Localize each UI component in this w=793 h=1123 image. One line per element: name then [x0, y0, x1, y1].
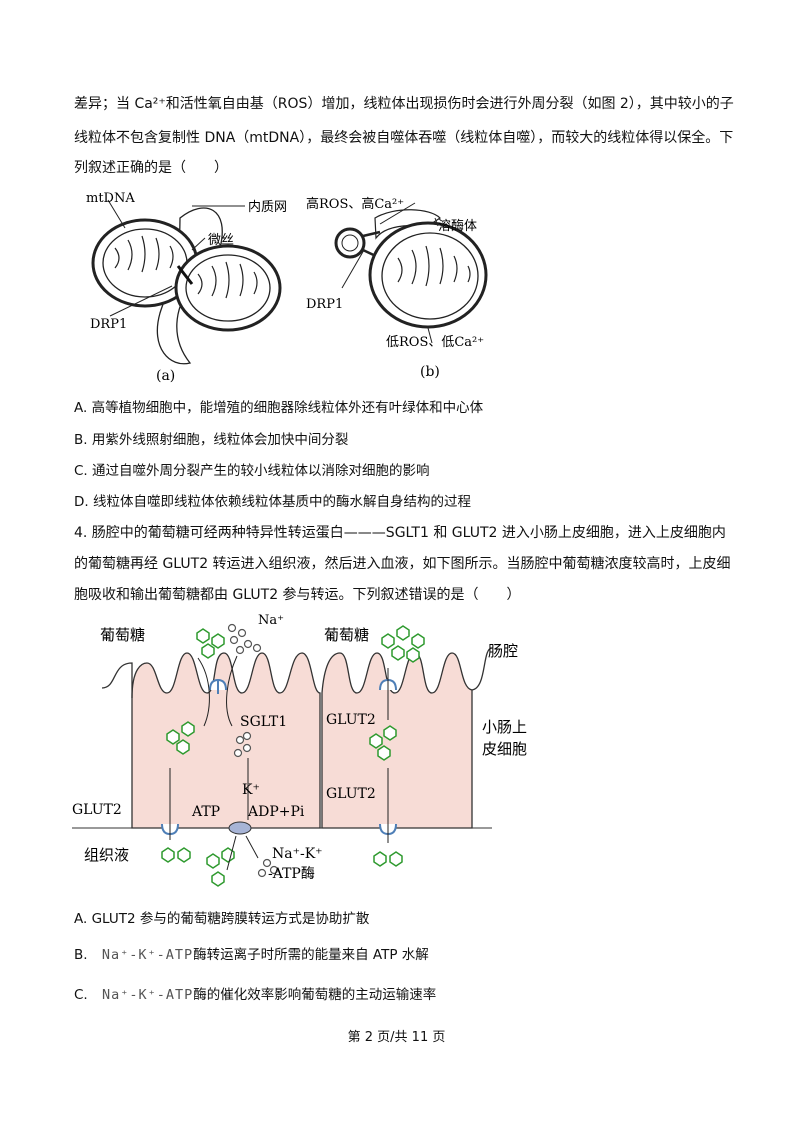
q4-option-c-prefix: C.: [74, 987, 88, 1003]
q4-option-b-text: 酶转运离子时所需的能量来自 ATP 水解: [193, 947, 429, 963]
label-microfilament: 微丝: [208, 233, 234, 248]
label-drp1-a: DRP1: [90, 317, 127, 332]
label-cell-line-1: 小肠上: [482, 718, 527, 736]
q4-stem-line-2: 的葡萄糖再经 GLUT2 转运进入组织液，然后进入血液，如下图所示。当肠腔中葡萄…: [74, 556, 731, 572]
glucose-transport-figure: 葡萄糖 Na⁺ 葡萄糖 肠腔 SGLT1 GLUT2 小肠上 皮细胞 K⁺ AT…: [72, 613, 527, 887]
glucose-molecules: [161, 625, 425, 887]
q4-option-b: B. Na⁺-K⁺-ATP酶转运离子时所需的能量来自 ATP 水解: [74, 945, 429, 965]
label-glucose-left: 葡萄糖: [100, 626, 145, 644]
label-high-ros-ca: 高ROS、高Ca²⁺: [306, 196, 404, 212]
label-tissue-fluid: 组织液: [84, 846, 129, 864]
label-adp-pi: ADP+Pi: [247, 804, 305, 820]
label-glut2-left: GLUT2: [72, 802, 122, 818]
q4-option-a: A. GLUT2 参与的葡萄糖跨膜转运方式是协助扩散: [74, 911, 370, 927]
q4-stem-line-1: 4. 肠腔中的葡萄糖可经两种特异性转运蛋白———SGLT1 和 GLUT2 进入…: [74, 525, 726, 541]
label-pump-line-1: Na⁺-K⁺: [272, 846, 323, 862]
q3-option-d: D. 线粒体自噬即线粒体依赖线粒体基质中的酶水解自身结构的过程: [74, 494, 471, 510]
label-low-ros-ca: 低ROS、低Ca²⁺: [386, 335, 484, 350]
label-lysosome: 溶酶体: [438, 218, 477, 234]
q3-option-c: C. 通过自噬外周分裂产生的较小线粒体以消除对细胞的影响: [74, 463, 430, 479]
q4-option-c: C. Na⁺-K⁺-ATP酶的催化效率影响葡萄糖的主动运输速率: [74, 985, 436, 1005]
figure-a: mtDNA 内质网 微丝 DRP1 (a): [86, 191, 287, 384]
q3-stem-line-3: 列叙述正确的是（ ）: [74, 160, 228, 176]
label-atp: ATP: [191, 804, 220, 820]
label-mtdna: mtDNA: [86, 191, 135, 206]
epithelial-cell-right: [321, 652, 473, 829]
sodium-ions: [227, 623, 279, 878]
caption-a: (a): [156, 368, 175, 384]
page-footer: 第 2 页/共 11 页: [347, 1030, 446, 1045]
q3-option-a: A. 高等植物细胞中，能增殖的细胞器除线粒体外还有叶绿体和中心体: [74, 400, 484, 416]
figure-b: 高ROS、高Ca²⁺ 溶酶体 DRP1 低ROS、低Ca²⁺ (b): [306, 196, 488, 380]
label-pump-line-2: -ATP酶: [268, 866, 315, 882]
label-lumen: 肠腔: [488, 642, 518, 660]
label-glut2-mid: GLUT2: [326, 712, 376, 728]
na-k-atpase: [228, 821, 252, 835]
label-glucose-right: 葡萄糖: [324, 626, 369, 644]
q4-stem-line-3: 胞吸收和输出葡萄糖都由 GLUT2 参与转运。下列叙述错误的是（ ）: [74, 587, 521, 603]
q4-option-b-code: Na⁺-K⁺-ATP: [101, 947, 194, 963]
label-na: Na⁺: [258, 613, 284, 628]
q4-option-b-prefix: B.: [74, 947, 88, 963]
q4-option-c-code: Na⁺-K⁺-ATP: [102, 987, 194, 1003]
caption-b: (b): [420, 364, 440, 380]
sglt1-transporter: [209, 678, 227, 694]
flow-arrows: [169, 655, 389, 871]
label-glut2-right: GLUT2: [326, 786, 376, 802]
label-cell-line-2: 皮细胞: [482, 740, 527, 758]
label-drp1-b: DRP1: [306, 297, 343, 312]
q3-stem-line-2: 线粒体不包含复制性 DNA（mtDNA），最终会被自噬体吞噬（线粒体自噬），而较…: [74, 130, 734, 146]
q3-option-b: B. 用紫外线照射细胞，线粒体会加快中间分裂: [74, 432, 349, 448]
q3-stem-line-1: 差异；当 Ca²⁺和活性氧自由基（ROS）增加，线粒体出现损伤时会进行外周分裂（…: [74, 96, 734, 112]
label-er: 内质网: [248, 199, 287, 215]
q4-option-c-text: 酶的催化效率影响葡萄糖的主动运输速率: [193, 987, 437, 1003]
mitochondria-figure: mtDNA 内质网 微丝 DRP1 (a) 高ROS、高Ca²⁺ 溶酶体 DRP…: [86, 191, 488, 384]
epithelial-cell-left: [131, 652, 321, 829]
label-k: K⁺: [242, 782, 260, 798]
label-sglt1: SGLT1: [240, 714, 287, 730]
